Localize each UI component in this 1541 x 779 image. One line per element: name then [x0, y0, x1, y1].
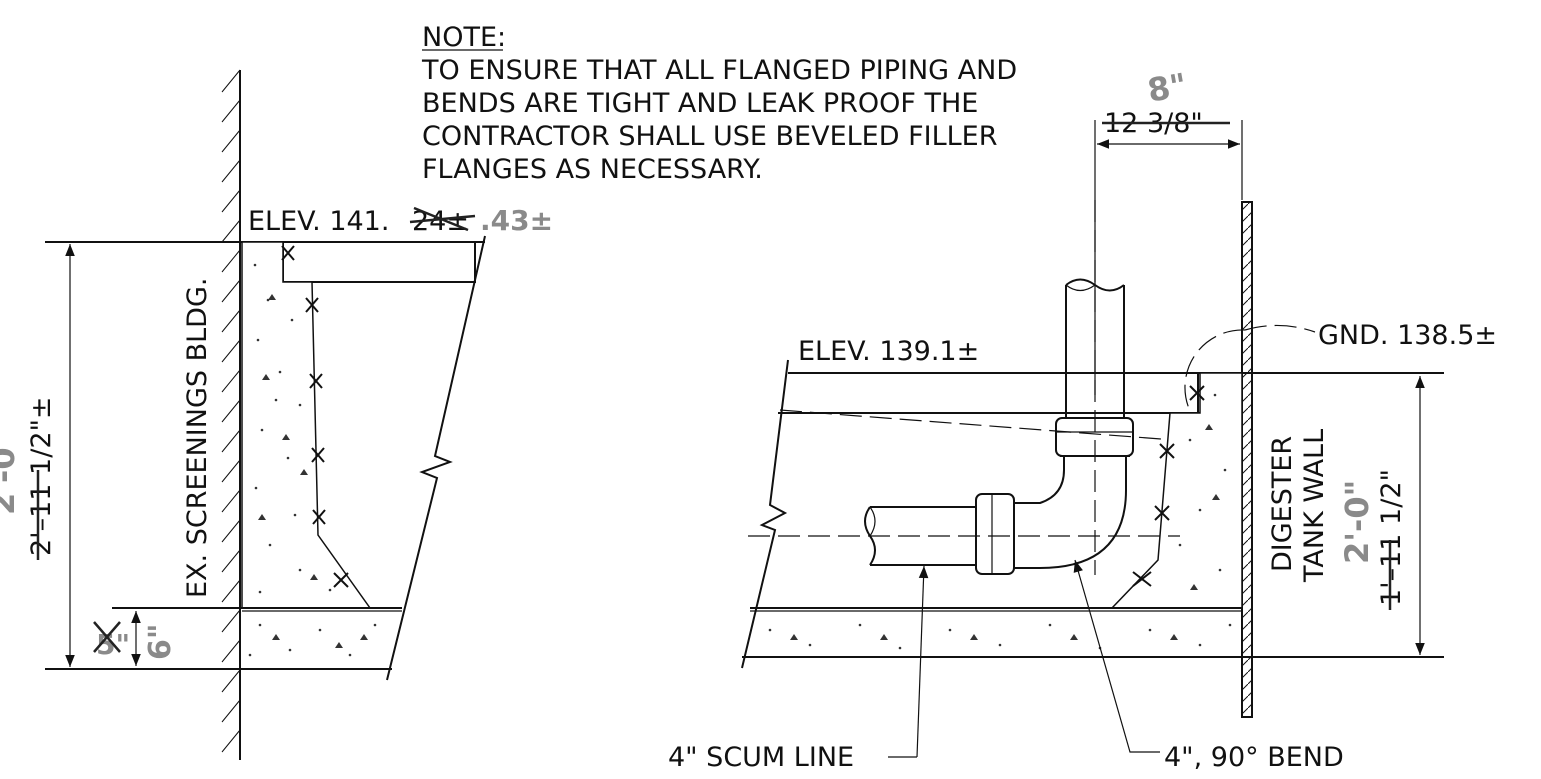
break-line	[386, 235, 486, 681]
left-elevation-label: ELEV. 141. 24± .43±	[248, 204, 553, 237]
svg-text:ELEV. 141.: ELEV. 141.	[248, 206, 389, 237]
note-line-2: BENDS ARE TIGHT AND LEAK PROOF THE	[422, 88, 978, 119]
depth-revised: 2'-0"	[1338, 480, 1376, 564]
vertical-flange	[1055, 417, 1134, 457]
note-line-1: TO ENSURE THAT ALL FLANGED PIPING AND	[421, 55, 1017, 86]
svg-text:EX. SCREENINGS BLDG.: EX. SCREENINGS BLDG.	[182, 278, 213, 598]
note-line-3: CONTRACTOR SHALL USE BEVELED FILLER	[422, 121, 998, 152]
wall-label-2: TANK WALL	[1299, 429, 1330, 583]
scum-line-label: 4" SCUM LINE	[668, 742, 854, 773]
note-block: NOTE: TO ENSURE THAT ALL FLANGED PIPING …	[421, 22, 1017, 185]
note-line-4: FLANGES AS NECESSARY.	[422, 154, 763, 185]
right-elevation-label: ELEV. 139.1±	[798, 336, 979, 367]
right-base-stipple	[768, 623, 1232, 650]
depth-struck: 1'–11 1/2"	[1376, 469, 1407, 606]
right-concrete-stipple	[1178, 393, 1227, 590]
right-concrete-section	[1110, 372, 1243, 609]
svg-text:2'–11 1/2"±: 2'–11 1/2"±	[26, 396, 57, 556]
sloped-dashed-line	[779, 409, 1241, 446]
base-slab-stipple	[248, 623, 377, 657]
svg-text:2'-0": 2'-0"	[1338, 480, 1376, 564]
building-label: EX. SCREENINGS BLDG.	[182, 278, 213, 598]
bend-leader	[1073, 559, 1160, 753]
slab-revised: 6"	[143, 623, 178, 660]
elbow-outer	[1014, 456, 1127, 569]
ground-label: GND. 138.5±	[1318, 320, 1497, 351]
concrete-wall-section	[241, 241, 372, 609]
right-break-line	[741, 359, 789, 669]
note-heading: NOTE:	[422, 22, 506, 53]
horizontal-flange	[975, 493, 1015, 575]
top-slab	[282, 241, 476, 283]
vertical-pipe	[1065, 278, 1125, 418]
svg-text:1'–11 1/2": 1'–11 1/2"	[1376, 469, 1407, 606]
rebar-marks	[281, 245, 349, 588]
svg-text:2'-0": 2'-0"	[0, 431, 22, 515]
scum-line-leader	[916, 565, 929, 758]
right-detail: 12 3/8" 8" ELEV. 139.1± GND. 138.5±	[668, 66, 1497, 773]
building-wall	[221, 69, 241, 760]
bend-label: 4", 90° BEND	[1164, 742, 1344, 773]
svg-text:DIGESTER: DIGESTER	[1267, 436, 1298, 572]
width-revised: 8"	[1145, 66, 1190, 110]
concrete-stipple	[253, 263, 332, 594]
right-rebar-marks	[1132, 385, 1205, 587]
left-height-struck: 2'–11 1/2"±	[26, 396, 57, 556]
left-detail: ELEV. 141. 24± .43±	[0, 69, 553, 760]
svg-text:6": 6"	[143, 623, 178, 660]
left-elevation-revised: .43±	[480, 204, 553, 237]
left-height-revised: 2'-0"	[0, 431, 22, 515]
wall-label-1: DIGESTER	[1267, 436, 1298, 572]
digester-tank-wall	[1241, 201, 1253, 718]
svg-text:TANK WALL: TANK WALL	[1299, 429, 1330, 583]
elbow-inner	[1014, 456, 1065, 504]
